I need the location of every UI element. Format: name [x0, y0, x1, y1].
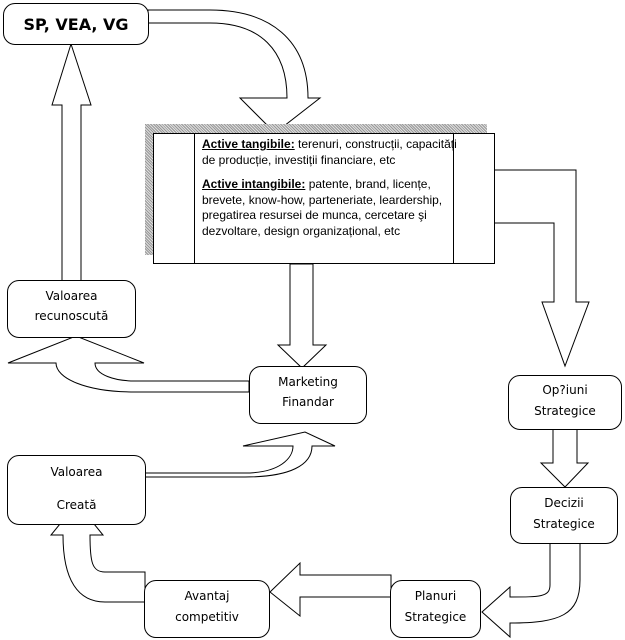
node-valoarea-creata: Valoarea Creată — [7, 455, 146, 525]
arrow-top-to-assets — [147, 9, 322, 134]
arrow-assets-to-optiuni — [493, 169, 590, 368]
tangible-label: Active tangibile: — [202, 137, 295, 151]
arrow-assets-to-marketing — [276, 263, 328, 369]
tangible-assets: Active tangibile: terenuri, construcții,… — [202, 137, 457, 168]
node-label-line2: Creată — [56, 498, 97, 512]
node-sp-vea-vg-label: SP, VEA, VG — [23, 15, 129, 34]
assets-box: Active tangibile: terenuri, construcții,… — [153, 133, 495, 264]
arrow-marketing-to-recunoscuta — [7, 335, 250, 393]
node-label-line2: Finandar — [282, 395, 334, 409]
node-sp-vea-vg: SP, VEA, VG — [3, 3, 149, 45]
node-valoarea-recunoscuta: Valoarea recunoscută — [7, 280, 136, 338]
node-label-line2: Strategice — [533, 517, 595, 531]
arrow-optiuni-to-decizii — [539, 427, 590, 488]
arrow-up-to-top — [51, 42, 92, 283]
node-label-line1: Valoarea — [50, 465, 103, 479]
node-avantaj-competitiv: Avantaj competitiv — [144, 580, 270, 638]
node-marketing-finandar: Marketing Finandar — [249, 366, 367, 424]
node-label-line2: competitiv — [175, 610, 239, 624]
intangible-text: patente, brand, licențe, brevete, know-h… — [202, 177, 443, 238]
node-label-line1: Marketing — [278, 375, 338, 389]
arrow-planuri-to-avantaj — [269, 561, 392, 618]
node-optiuni-strategice: Op?iuni Strategice — [508, 375, 622, 430]
intangible-assets: Active intangibile: patente, brand, lice… — [202, 177, 457, 239]
node-label-line2: Strategice — [404, 610, 467, 624]
node-label-line1: Valoarea — [45, 289, 98, 303]
node-label-line1: Planuri — [414, 589, 457, 603]
node-label-line1: Op?iuni — [542, 383, 588, 397]
assets-left-divider — [194, 134, 195, 263]
node-label-line1: Decizii — [544, 496, 584, 510]
arrow-decizii-to-planuri — [481, 542, 581, 639]
arrow-creata-to-marketing — [144, 431, 336, 478]
node-decizii-strategice: Decizii Strategice — [510, 487, 618, 544]
node-label-line1: Avantaj — [184, 589, 230, 603]
node-label-line2: Strategice — [534, 404, 596, 418]
node-label-line2: recunoscută — [34, 309, 109, 323]
node-planuri-strategice: Planuri Strategice — [390, 580, 481, 638]
tangible-text: terenuri, construcții, capacități de pro… — [202, 137, 457, 167]
assets-right-divider — [453, 134, 454, 263]
intangible-label: Active intangibile: — [202, 177, 306, 191]
